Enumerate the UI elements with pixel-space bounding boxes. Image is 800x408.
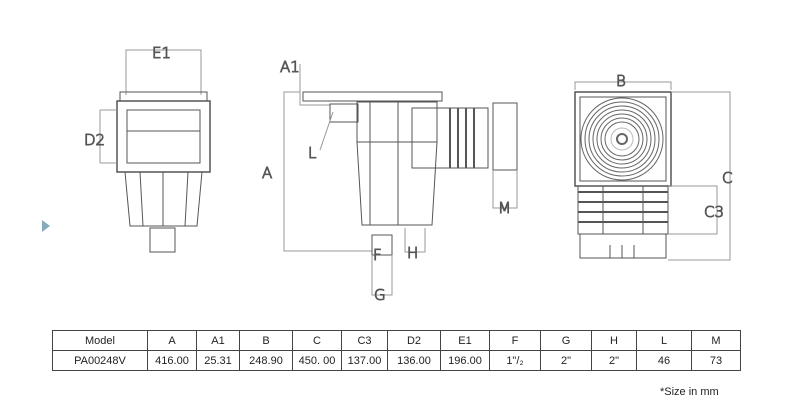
header-cell: H [591,330,637,351]
cell: 137.00 [341,350,388,371]
cell: 136.00 [387,350,441,371]
front-view: E1 D2 [84,44,211,253]
header-cell: A1 [196,330,240,351]
label-l: L [308,144,316,162]
top-view: B C C3 [574,72,733,261]
cell: 2" [540,350,592,371]
cell: PA00248V [52,350,148,371]
size-note: *Size in mm [660,386,719,398]
cell: 450. 00 [292,350,342,371]
label-b: B [616,72,626,90]
cell: 248.90 [239,350,293,371]
label-c: C [722,169,732,187]
cell: 46 [636,350,692,371]
header-cell: G [540,330,592,351]
cell: 416.00 [147,350,197,371]
cell: 196.00 [440,350,490,371]
header-cell: E1 [440,330,490,351]
label-a1: A1 [280,58,300,76]
header-cell: D2 [387,330,441,351]
label-h: H [407,244,418,262]
header-cell: C [292,330,342,351]
table-row: PA00248V 416.00 25.31 248.90 450. 00 137… [52,350,741,371]
header-cell: F [489,330,541,351]
dimensions-table: Model A A1 B C C3 D2 E1 F G H L M PA0024… [52,330,741,371]
label-e1: E1 [152,44,171,62]
header-cell: B [239,330,293,351]
header-cell: C3 [341,330,388,351]
header-cell: L [636,330,692,351]
header-cell: M [691,330,741,351]
label-f: F [373,246,382,264]
play-triangle-icon [42,220,50,232]
header-cell: Model [52,330,148,351]
table-header-row: Model A A1 B C C3 D2 E1 F G H L M [52,330,741,351]
label-c3: C3 [704,203,724,221]
cell: 2" [591,350,637,371]
cell: 1"/₂ [489,350,541,371]
label-m: M [498,199,511,217]
header-cell: A [147,330,197,351]
label-a: A [262,164,272,182]
cell: 73 [691,350,741,371]
label-g: G [374,286,386,304]
label-d2: D2 [84,131,105,149]
side-view: A1 A L F H G M [262,58,518,305]
cell: 25.31 [196,350,240,371]
